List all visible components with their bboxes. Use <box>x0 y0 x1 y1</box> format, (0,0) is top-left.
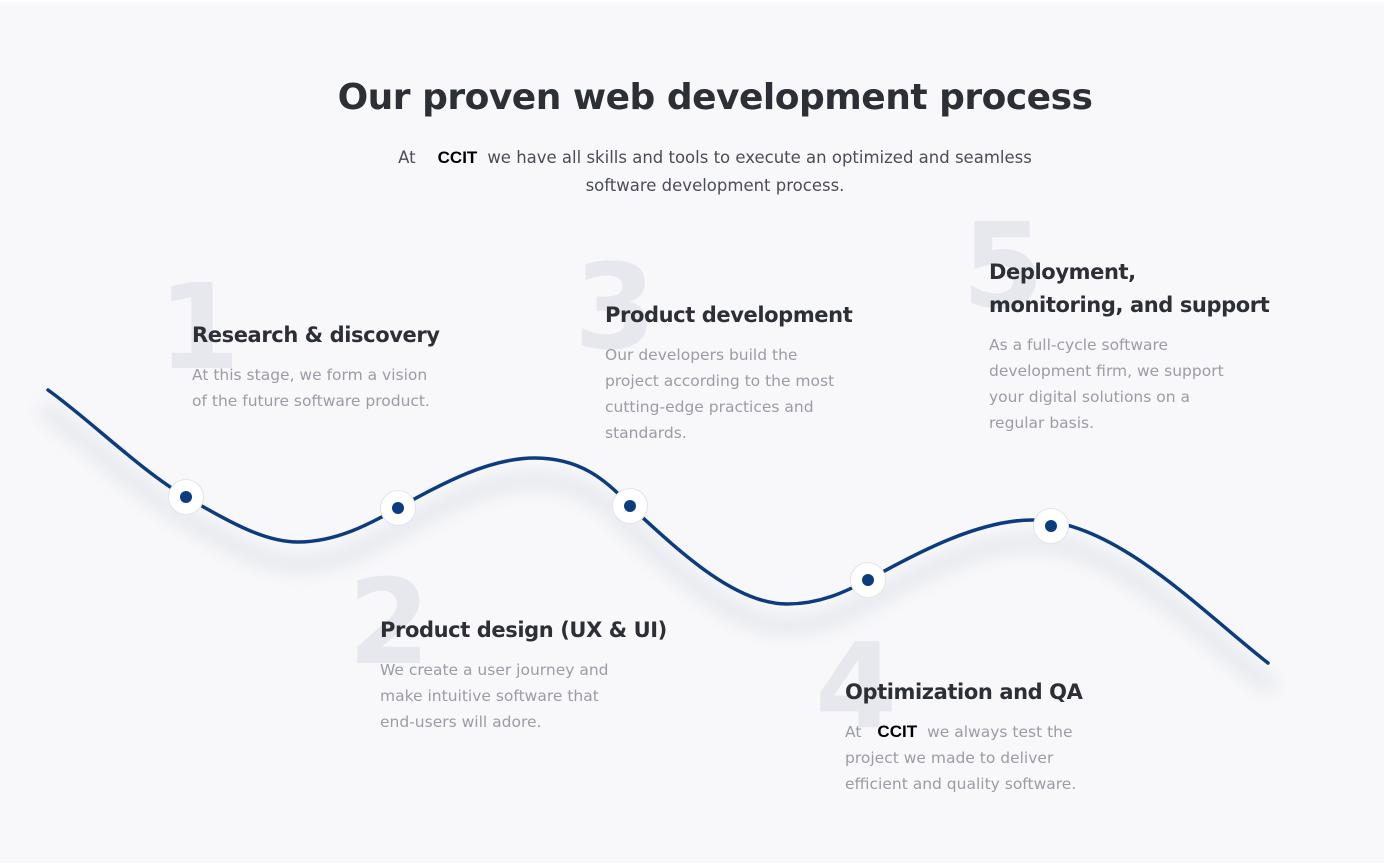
step-3-desc-line: Our developers build the <box>605 346 798 364</box>
subtitle-line-1: we have all skills and tools to execute … <box>487 148 1032 167</box>
step-3-number: 3 <box>574 238 657 376</box>
step-4-title: Optimization and QA <box>845 680 1083 704</box>
step-5-desc-line: your digital solutions on a <box>989 388 1190 406</box>
section-title: Our proven web development process <box>337 77 1093 118</box>
step-5-desc-line: As a full-cycle software <box>989 336 1169 354</box>
process-curve-shadow <box>40 404 1276 693</box>
subtitle-prefix: At <box>398 148 416 167</box>
step-1-desc-line: of the future software product. <box>192 392 430 410</box>
step-2-desc-line: make intuitive software that <box>380 687 599 705</box>
step-5-desc-line: development firm, we support <box>989 362 1224 380</box>
step-2-title: Product design (UX & UI) <box>380 618 667 642</box>
step-4-desc-prefix: At <box>845 723 862 741</box>
step-3-desc-line: standards. <box>605 424 687 442</box>
step-5-title-line: Deployment, <box>989 260 1136 284</box>
step-3-description: Our developers build the project accordi… <box>605 342 834 446</box>
step-1-number: 1 <box>158 258 241 396</box>
step-3-marker <box>612 488 648 524</box>
step-1-desc-line: At this stage, we form a vision <box>192 366 428 384</box>
step-1-description: At this stage, we form a vision of the f… <box>192 362 430 414</box>
subtitle-line-2: software development process. <box>585 176 845 195</box>
step-1-title: Research & discovery <box>192 323 440 347</box>
brand-name: CCIT <box>877 722 918 741</box>
step-2-description: We create a user journey and make intuit… <box>380 657 609 735</box>
step-5-title: Deployment, monitoring, and support <box>989 256 1270 322</box>
step-5-title-line: monitoring, and support <box>989 293 1270 317</box>
step-3-desc-line: project according to the most <box>605 372 835 390</box>
step-4-description: At CCIT we always test the project we made… <box>845 719 1076 797</box>
process-curve-line <box>46 388 1270 665</box>
step-4-desc-line: efficient and quality software. <box>845 775 1077 793</box>
step-5-number: 5 <box>962 197 1045 335</box>
step-5-desc-line: regular basis. <box>989 414 1095 432</box>
step-4-marker <box>850 562 886 598</box>
step-5-marker <box>1033 508 1069 544</box>
brand-name: CCIT <box>437 148 478 167</box>
step-4-number: 4 <box>815 617 898 755</box>
step-4-desc-line: project we made to deliver <box>845 749 1054 767</box>
step-2-desc-line: end-users will adore. <box>380 713 542 731</box>
step-1-marker <box>168 479 204 515</box>
step-2-desc-line: We create a user journey and <box>380 661 609 679</box>
step-2-marker <box>380 490 416 526</box>
step-3-desc-line: cutting-edge practices and <box>605 398 814 416</box>
step-4-desc-line: we always test the <box>927 723 1073 741</box>
step-3-title: Product development <box>605 303 853 327</box>
step-2-number: 2 <box>348 553 431 691</box>
step-5-description: As a full-cycle software development fir… <box>989 332 1224 436</box>
section-subtitle: At CCIT we have all skills and tools to ex… <box>380 144 1050 200</box>
